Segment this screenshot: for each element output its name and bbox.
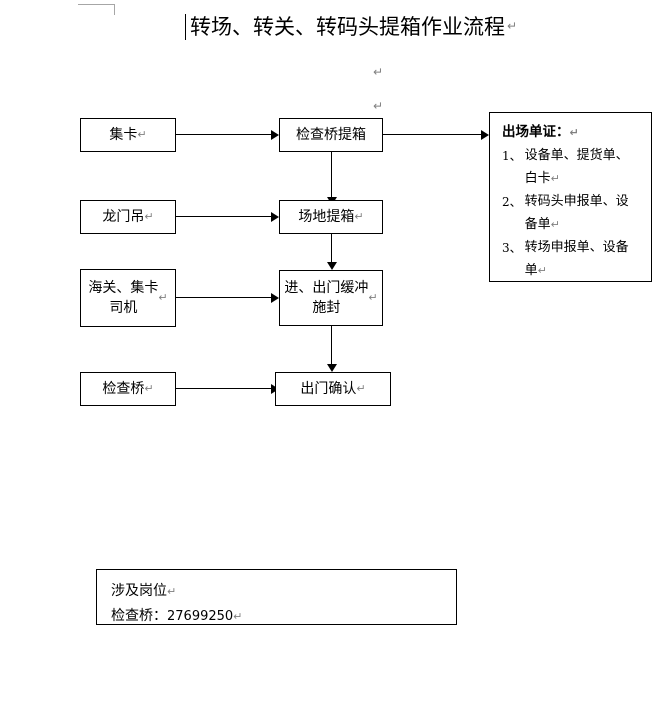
actor-box-gantry-crane[interactable]: 龙门吊↵: [80, 200, 176, 234]
step-box-yard-pickup-label: 场地提箱: [298, 209, 355, 225]
related-post-line-1: 涉及岗位↵: [111, 579, 446, 604]
list-item-text: 设备单、提货单、 白卡↵: [522, 144, 629, 190]
paragraph-mark-blank-2: ↵: [373, 99, 384, 113]
step-box-gate-buffer-seal[interactable]: 进、出门缓冲 施封↵: [279, 270, 383, 326]
step-box-check-bridge-pickup[interactable]: 检查桥提箱: [279, 118, 383, 152]
actor-box-jika[interactable]: 集卡↵: [80, 118, 176, 152]
actor-box-customs-driver[interactable]: 海关、集卡 司机↵: [80, 269, 176, 327]
paragraph-mark-list-3: ↵: [537, 264, 547, 277]
step-box-gate-buffer-seal-label: 进、出门缓冲 施封: [284, 280, 369, 316]
arrowhead-yard-to-seal: [327, 262, 337, 270]
connector-check-to-yard: [331, 152, 332, 197]
list-item-number: 3、: [502, 241, 522, 255]
paragraph-mark-jika: ↵: [137, 128, 147, 141]
list-item-text: 转码头申报单、设 备单↵: [522, 190, 629, 236]
text-cursor: [185, 14, 186, 40]
step-box-exit-confirm[interactable]: 出门确认↵: [275, 372, 391, 406]
list-item-number: 1、: [502, 149, 522, 163]
paragraph-mark-list-2: ↵: [550, 218, 560, 231]
list-item-number: 2、: [502, 195, 522, 209]
page-title-text: 转场、转关、转码头提箱作业流程: [190, 15, 505, 39]
step-box-check-bridge-pickup-label: 检查桥提箱: [296, 127, 366, 143]
connector-jika-to-check: [176, 134, 271, 135]
actor-box-jika-label: 集卡: [109, 127, 138, 143]
paragraph-mark-info-2: ↵: [233, 610, 243, 623]
paragraph-mark-yard-pickup: ↵: [354, 210, 364, 223]
list-item: 1、 设备单、提货单、 白卡↵: [502, 144, 643, 190]
arrowhead-gantry-to-yard: [271, 212, 279, 222]
related-post-label: 检查桥：: [111, 608, 167, 624]
paragraph-mark-blank-1: ↵: [373, 65, 384, 79]
related-post-phone: 27699250: [167, 609, 234, 624]
step-box-exit-confirm-label: 出门确认: [300, 381, 357, 397]
connector-seal-to-exit: [331, 326, 332, 364]
paragraph-mark-check-bridge: ↵: [144, 382, 154, 395]
arrowhead-customs-to-seal: [271, 293, 279, 303]
actor-box-gantry-crane-label: 龙门吊: [102, 209, 145, 225]
arrowhead-seal-to-exit: [327, 364, 337, 372]
actor-box-customs-driver-label: 海关、集卡 司机: [88, 280, 159, 316]
paragraph-mark-customs-driver: ↵: [158, 291, 168, 304]
actor-box-check-bridge-label: 检查桥: [102, 381, 145, 397]
page-margin-marker: [78, 4, 115, 15]
step-box-yard-pickup[interactable]: 场地提箱↵: [279, 200, 383, 234]
paragraph-mark-info-1: ↵: [167, 585, 177, 598]
paragraph-mark-notes-heading: ↵: [569, 126, 579, 139]
list-item-label: 设备单、提货单、 白卡: [524, 148, 629, 186]
list-item: 2、 转码头申报单、设 备单↵: [502, 190, 643, 236]
related-post-line-2: 检查桥：27699250↵: [111, 604, 446, 629]
arrowhead-jika-to-check: [271, 130, 279, 140]
related-post-box[interactable]: 涉及岗位↵ 检查桥：27699250↵: [96, 569, 457, 625]
connector-gantry-to-yard: [176, 216, 271, 217]
connector-check-to-notes: [383, 134, 481, 135]
exit-documents-heading: 出场单证：↵: [502, 121, 643, 144]
connector-bridge-to-exit: [176, 388, 271, 389]
connector-yard-to-seal: [331, 234, 332, 262]
paragraph-mark-gantry-crane: ↵: [144, 210, 154, 223]
related-post-title: 涉及岗位: [111, 583, 167, 599]
page-title: 转场、转关、转码头提箱作业流程↵: [185, 12, 518, 42]
connector-customs-to-seal: [176, 297, 271, 298]
exit-documents-box[interactable]: 出场单证：↵ 1、 设备单、提货单、 白卡↵ 2、 转码头申报单、设 备单↵ 3…: [489, 112, 652, 282]
list-item: 3、 转场申报单、设备 单↵: [502, 236, 643, 282]
actor-box-check-bridge[interactable]: 检查桥↵: [80, 372, 176, 406]
paragraph-mark-gate-buffer-seal: ↵: [368, 291, 378, 304]
paragraph-mark-list-1: ↵: [550, 172, 560, 185]
list-item-text: 转场申报单、设备 单↵: [522, 236, 629, 282]
exit-documents-list: 1、 设备单、提货单、 白卡↵ 2、 转码头申报单、设 备单↵ 3、 转场申报单…: [502, 144, 643, 282]
exit-documents-heading-text: 出场单证：: [502, 124, 570, 140]
list-item-label: 转码头申报单、设 备单: [524, 194, 629, 232]
list-item-label: 转场申报单、设备 单: [524, 240, 629, 278]
arrowhead-check-to-notes: [481, 130, 489, 140]
paragraph-mark-exit-confirm: ↵: [356, 382, 366, 395]
paragraph-mark-title: ↵: [507, 19, 518, 33]
